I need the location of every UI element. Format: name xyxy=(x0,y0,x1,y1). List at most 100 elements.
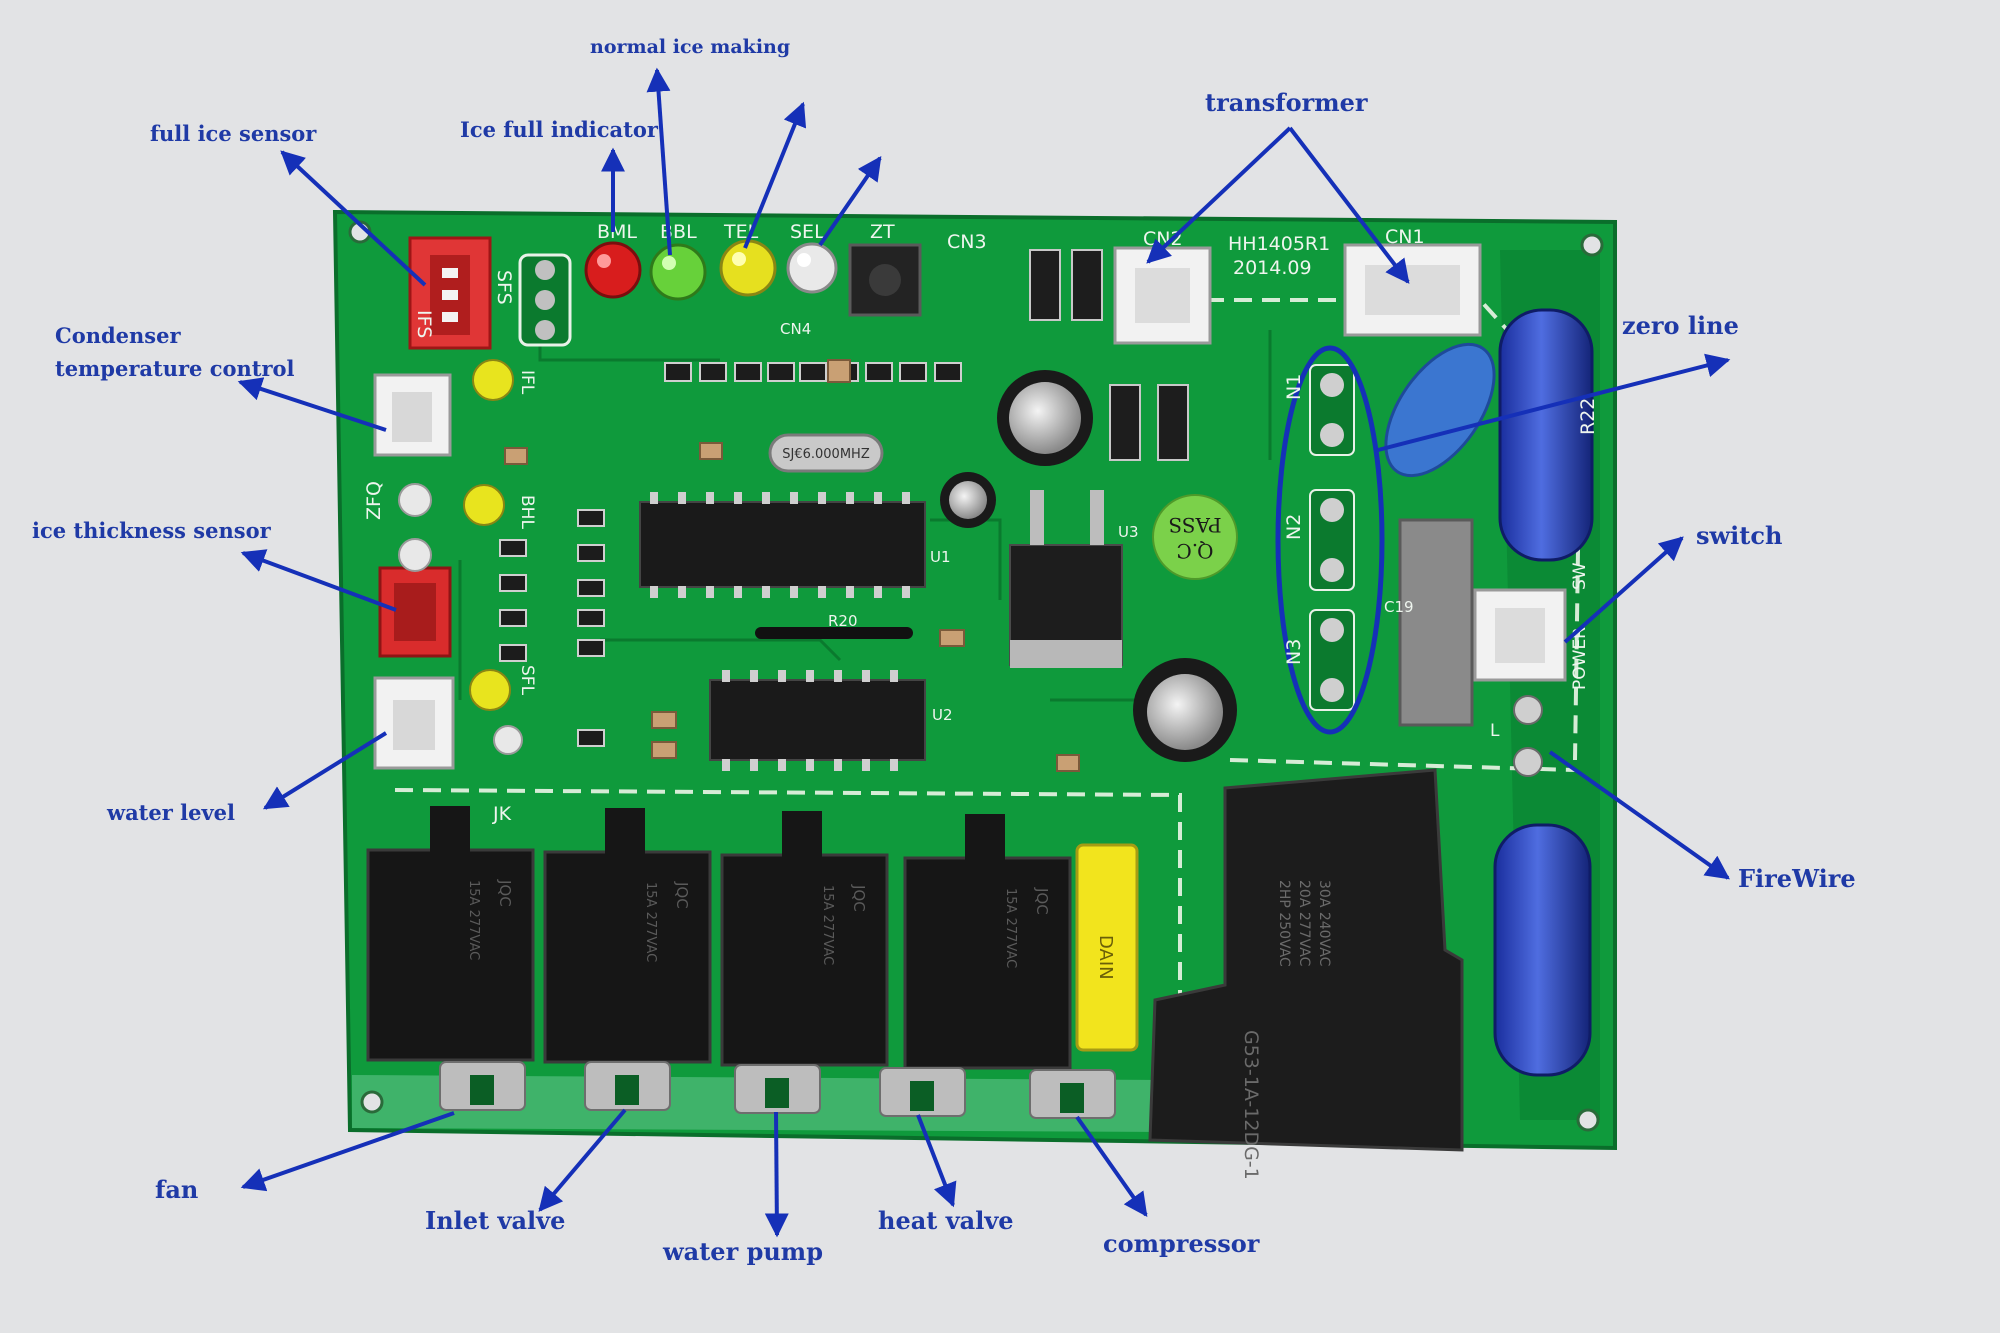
led-ifl xyxy=(472,359,514,401)
silk-board-date: 2014.09 xyxy=(1233,257,1312,279)
ifs-connector xyxy=(408,236,492,350)
label-normal-ice-making: normal ice making xyxy=(590,36,791,58)
silk-c19: C19 xyxy=(1384,598,1414,616)
arrow-ice-thickness-sensor xyxy=(240,549,397,612)
arrow-fan xyxy=(240,1111,455,1192)
blue-fuse-top xyxy=(1498,308,1594,562)
label-ice-thickness-sensor: ice thickness sensor xyxy=(32,518,271,543)
electrolytic-cap-c1 xyxy=(1133,658,1237,762)
arrow-inlet-valve xyxy=(538,1108,627,1212)
relay4-brand: JQC xyxy=(1033,887,1051,915)
silk-bml: BML xyxy=(597,221,637,243)
led-white xyxy=(493,725,523,755)
silk-bbl: BBL xyxy=(660,221,697,243)
neutral-terminals xyxy=(1309,364,1355,711)
zfq-connector xyxy=(378,566,452,658)
silkscreen-text: BML BBL TEL SEL ZT CN3 CN2 CN1 HH1405R1 … xyxy=(363,221,1599,825)
mounting-hole xyxy=(1576,1108,1600,1132)
arrow-sel xyxy=(818,156,882,247)
power-switch-connector xyxy=(1473,588,1567,682)
label-ice-full-indicator: Ice full indicator xyxy=(460,117,658,142)
resistor-r20 xyxy=(755,627,913,639)
silk-power: POWER xyxy=(1570,627,1590,690)
capacitor-c19 xyxy=(1398,518,1474,727)
silkscreen-outline xyxy=(394,788,1182,1000)
led-white xyxy=(398,483,432,517)
led-bhl xyxy=(463,484,505,526)
line-terminals xyxy=(1513,695,1543,777)
led-bml xyxy=(584,241,642,299)
arrow-zero-line xyxy=(1377,353,1731,452)
arrow-water-level xyxy=(262,731,388,810)
silk-l-mark: L xyxy=(1490,721,1500,741)
traces xyxy=(458,330,1272,702)
silk-cn3: CN3 xyxy=(947,231,987,253)
qc-pass-sticker: Q.C PASS xyxy=(1152,494,1238,580)
silk-ifl: IFL xyxy=(517,370,537,395)
relay3-brand: JQC xyxy=(850,884,868,912)
arrow-transformer-cn2 xyxy=(1146,126,1292,264)
silk-n2: N2 xyxy=(1283,514,1305,540)
relay4-rating: 15A 277VAC xyxy=(1003,888,1018,968)
silk-jk: JK xyxy=(492,803,512,825)
silk-zfq: ZFQ xyxy=(363,481,385,520)
label-compressor: compressor xyxy=(1103,1229,1260,1258)
label-condenser-line2: temperature control xyxy=(55,356,295,381)
smd-capacitors xyxy=(504,359,1080,772)
arrow-firewire xyxy=(1548,750,1730,880)
relay3-rating: 15A 277VAC xyxy=(820,885,835,965)
relay-compressor-main xyxy=(1148,768,1464,1152)
ic-u1 xyxy=(639,492,926,598)
qc-text-line1: Q.C xyxy=(1176,539,1213,563)
diodes xyxy=(1029,249,1189,461)
water-level-connector xyxy=(373,676,455,770)
crystal-marking: SJ€6.000MHZ xyxy=(782,447,870,462)
silk-sw: SW xyxy=(1570,562,1590,590)
sfs-pads xyxy=(518,253,572,347)
relay-fan xyxy=(366,806,535,1062)
arrow-compressor xyxy=(1075,1115,1148,1217)
label-heat-valve: heat valve xyxy=(878,1206,1014,1235)
crystal-oscillator xyxy=(768,433,884,473)
silk-board-model: HH1405R1 xyxy=(1228,233,1330,255)
zero-line-highlight-ellipse xyxy=(1275,345,1385,735)
cn2-connector xyxy=(1113,246,1212,345)
label-full-ice-sensor: full ice sensor xyxy=(150,121,317,146)
silk-n1: N1 xyxy=(1283,374,1305,400)
silk-bhl: BHL xyxy=(517,495,537,529)
silk-sfs: SFS xyxy=(493,270,515,305)
yellow-capacitor xyxy=(1075,843,1139,1052)
main-relay-rating2: 20A 277VAC xyxy=(1296,880,1312,967)
relay-heat-valve xyxy=(903,814,1072,1070)
mounting-hole xyxy=(360,1090,384,1114)
label-firewire: FireWire xyxy=(1738,864,1856,893)
relay-terminals xyxy=(439,1061,1116,1119)
small-relay-markings: JQC 15A 277VAC JQC 15A 277VAC JQC 15A 27… xyxy=(466,879,1051,968)
label-condenser-line1: Condenser xyxy=(55,323,181,348)
arrow-full-ice-sensor xyxy=(280,150,427,287)
silk-u3: U3 xyxy=(1118,523,1139,541)
cn1-connector xyxy=(1343,243,1482,337)
relay1-brand: JQC xyxy=(496,879,514,907)
silk-u1: U1 xyxy=(930,548,951,566)
led-sfl xyxy=(469,669,511,711)
led-bbl xyxy=(649,243,707,301)
label-water-level: water level xyxy=(107,800,235,825)
relay2-rating: 15A 277VAC xyxy=(643,882,658,962)
arrow-water-pump xyxy=(764,1111,789,1238)
qc-text-line2: PASS xyxy=(1168,513,1221,537)
silk-ifs: IFS xyxy=(413,310,435,338)
voltage-regulator-u3 xyxy=(1009,490,1123,668)
relay-inlet-valve xyxy=(543,808,712,1064)
silk-cn1: CN1 xyxy=(1385,226,1425,248)
arrow-heat-valve xyxy=(916,1114,957,1208)
arrow-switch xyxy=(1563,536,1684,644)
silk-r22: R22 xyxy=(1577,398,1599,435)
relay1-rating: 15A 277VAC xyxy=(466,880,481,960)
silk-sfl: SFL xyxy=(517,665,537,696)
main-relay-rating1: 30A 240VAC xyxy=(1316,880,1332,967)
arrow-condenser xyxy=(237,377,387,432)
led-white xyxy=(398,538,432,572)
label-inlet-valve: Inlet valve xyxy=(425,1206,566,1235)
